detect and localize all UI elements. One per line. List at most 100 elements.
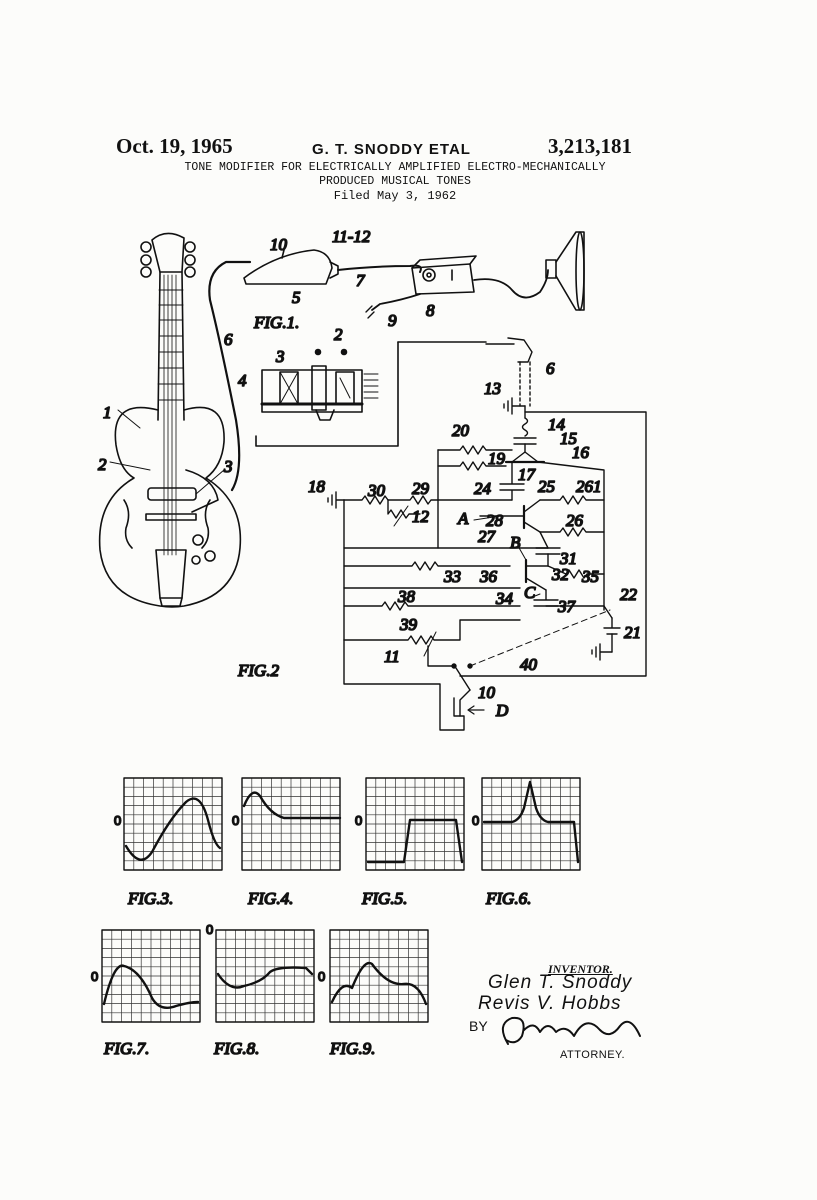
ref-numeral: 3 xyxy=(275,347,285,366)
patent-title-line-2: PRODUCED MUSICAL TONES xyxy=(319,175,471,188)
oscillogram-grids xyxy=(101,777,581,1023)
inventor-name-1: Glen T. Snoddy xyxy=(488,972,633,993)
fig2-label: FIG.2 xyxy=(237,661,280,680)
ref-numeral: 27 xyxy=(478,527,497,546)
ref-numeral: 7 xyxy=(356,271,366,290)
ref-numeral: 8 xyxy=(426,301,435,320)
ref-numeral: 13 xyxy=(484,379,501,398)
patent-number: 3,213,181 xyxy=(548,134,632,158)
ref-numeral: 39 xyxy=(399,615,418,634)
zero-marker: 0 xyxy=(91,969,98,984)
ref-numeral: 25 xyxy=(538,477,555,496)
filed-date: Filed May 3, 1962 xyxy=(333,189,457,203)
pedal-amp-speaker xyxy=(243,231,585,319)
ref-numeral: 26 xyxy=(566,511,584,530)
ref-numeral: 6 xyxy=(546,359,555,378)
ref-numeral: D xyxy=(495,701,509,720)
ref-numeral: A xyxy=(457,509,469,528)
fig8-label: FIG.8. xyxy=(213,1039,259,1058)
fig1-reference-numerals: 1 2 3 5 6 7 8 9 10 11-12 2 3 4 xyxy=(97,226,436,477)
ref-numeral: 18 xyxy=(308,477,326,496)
zero-marker: 0 xyxy=(355,813,362,828)
ref-numeral: 2 xyxy=(334,325,343,344)
oscillogram-waveform xyxy=(330,961,428,1006)
ref-numeral: 9 xyxy=(388,311,397,330)
ref-numeral: 10 xyxy=(270,235,288,254)
zero-marker: 0 xyxy=(206,922,213,937)
oscillogram-waveform xyxy=(242,791,342,820)
inventor-name-2: Revis V. Hobbs xyxy=(478,993,622,1014)
ref-numeral: 16 xyxy=(572,443,590,462)
schematic-leaders xyxy=(473,515,541,599)
guitar-drawing xyxy=(98,232,252,608)
oscillogram-waveforms xyxy=(102,780,580,1009)
oscillogram-grid xyxy=(241,777,341,871)
fig1-label: FIG.1. xyxy=(253,313,299,332)
ref-numeral: 40 xyxy=(520,655,538,674)
ref-numeral: 11 xyxy=(384,647,400,666)
ref-numeral: 32 xyxy=(551,565,570,584)
ref-numeral: 22 xyxy=(620,585,638,604)
oscillogram-grid xyxy=(365,777,465,871)
ref-numeral: 38 xyxy=(397,587,416,606)
oscillogram-waveform xyxy=(216,966,314,989)
fig6-label: FIG.6. xyxy=(485,889,531,908)
ref-numeral: C xyxy=(524,583,536,602)
zero-markers: 0 0 0 0 0 0 0 xyxy=(90,812,480,985)
oscillogram-waveform xyxy=(482,780,580,864)
ref-numeral: 17 xyxy=(518,465,537,484)
ref-numeral: 28 xyxy=(486,511,504,530)
ref-numeral: 12 xyxy=(412,507,430,526)
ref-numeral: 19 xyxy=(488,449,506,468)
ref-numeral: 20 xyxy=(452,421,470,440)
ref-numeral: 36 xyxy=(479,567,498,586)
oscillogram-waveform xyxy=(366,818,464,864)
fig9-label: FIG.9. xyxy=(329,1039,375,1058)
ref-numeral: 10 xyxy=(478,683,496,702)
by-label: BY xyxy=(469,1018,488,1034)
ref-numeral: 6 xyxy=(224,330,233,349)
fig3-label: FIG.3. xyxy=(127,889,173,908)
ref-numeral: 24 xyxy=(474,479,492,498)
ref-numeral: 11-12 xyxy=(332,227,371,246)
fig5-label: FIG.5. xyxy=(361,889,407,908)
ref-numeral: 35 xyxy=(581,567,599,586)
attorney-signature-scribble xyxy=(501,1016,641,1045)
zero-marker: 0 xyxy=(472,813,479,828)
oscillogram-grid xyxy=(329,929,429,1023)
oscillogram-grid xyxy=(101,929,201,1023)
ref-numeral: 261 xyxy=(576,477,602,496)
oscillogram-waveform xyxy=(102,964,200,1009)
oscillogram-grid xyxy=(481,777,581,871)
ref-numeral: 14 xyxy=(548,415,566,434)
ref-numeral: 34 xyxy=(495,589,514,608)
oscillogram-grid xyxy=(215,929,315,1023)
attorney-label: ATTORNEY. xyxy=(560,1049,626,1061)
ref-numeral: 2 xyxy=(98,455,107,474)
inventor-heading: INVENTOR. xyxy=(548,962,613,976)
tone-modifier-schematic xyxy=(327,337,647,731)
ref-numeral: 31 xyxy=(559,549,577,568)
inventors-short: G. T. SNODDY ETAL xyxy=(312,141,471,158)
zero-marker: 0 xyxy=(232,813,239,828)
ref-numeral: 1 xyxy=(103,403,112,422)
oscillogram-waveform xyxy=(124,797,222,861)
ref-numeral: 30 xyxy=(367,481,386,500)
ref-numeral: B xyxy=(510,533,521,552)
fig4-label: FIG.4. xyxy=(247,889,293,908)
ref-numeral: 3 xyxy=(223,457,233,476)
oscillogram-grid xyxy=(123,777,223,871)
ref-numeral: 29 xyxy=(412,479,430,498)
ref-numeral: 5 xyxy=(292,288,301,307)
patent-date: Oct. 19, 1965 xyxy=(116,134,233,158)
patent-title-line-1: TONE MODIFIER FOR ELECTRICALLY AMPLIFIED… xyxy=(184,161,606,174)
ref-numeral: 37 xyxy=(557,597,577,616)
zero-marker: 0 xyxy=(114,813,121,828)
ref-numeral: 33 xyxy=(443,567,461,586)
fig2-reference-numerals: 6 13 14 15 16 17 18 19 20 24 25 261 26 2… xyxy=(307,358,642,721)
ref-numeral: 21 xyxy=(624,623,641,642)
fig7-label: FIG.7. xyxy=(103,1039,149,1058)
pickup-cross-section xyxy=(255,341,487,447)
